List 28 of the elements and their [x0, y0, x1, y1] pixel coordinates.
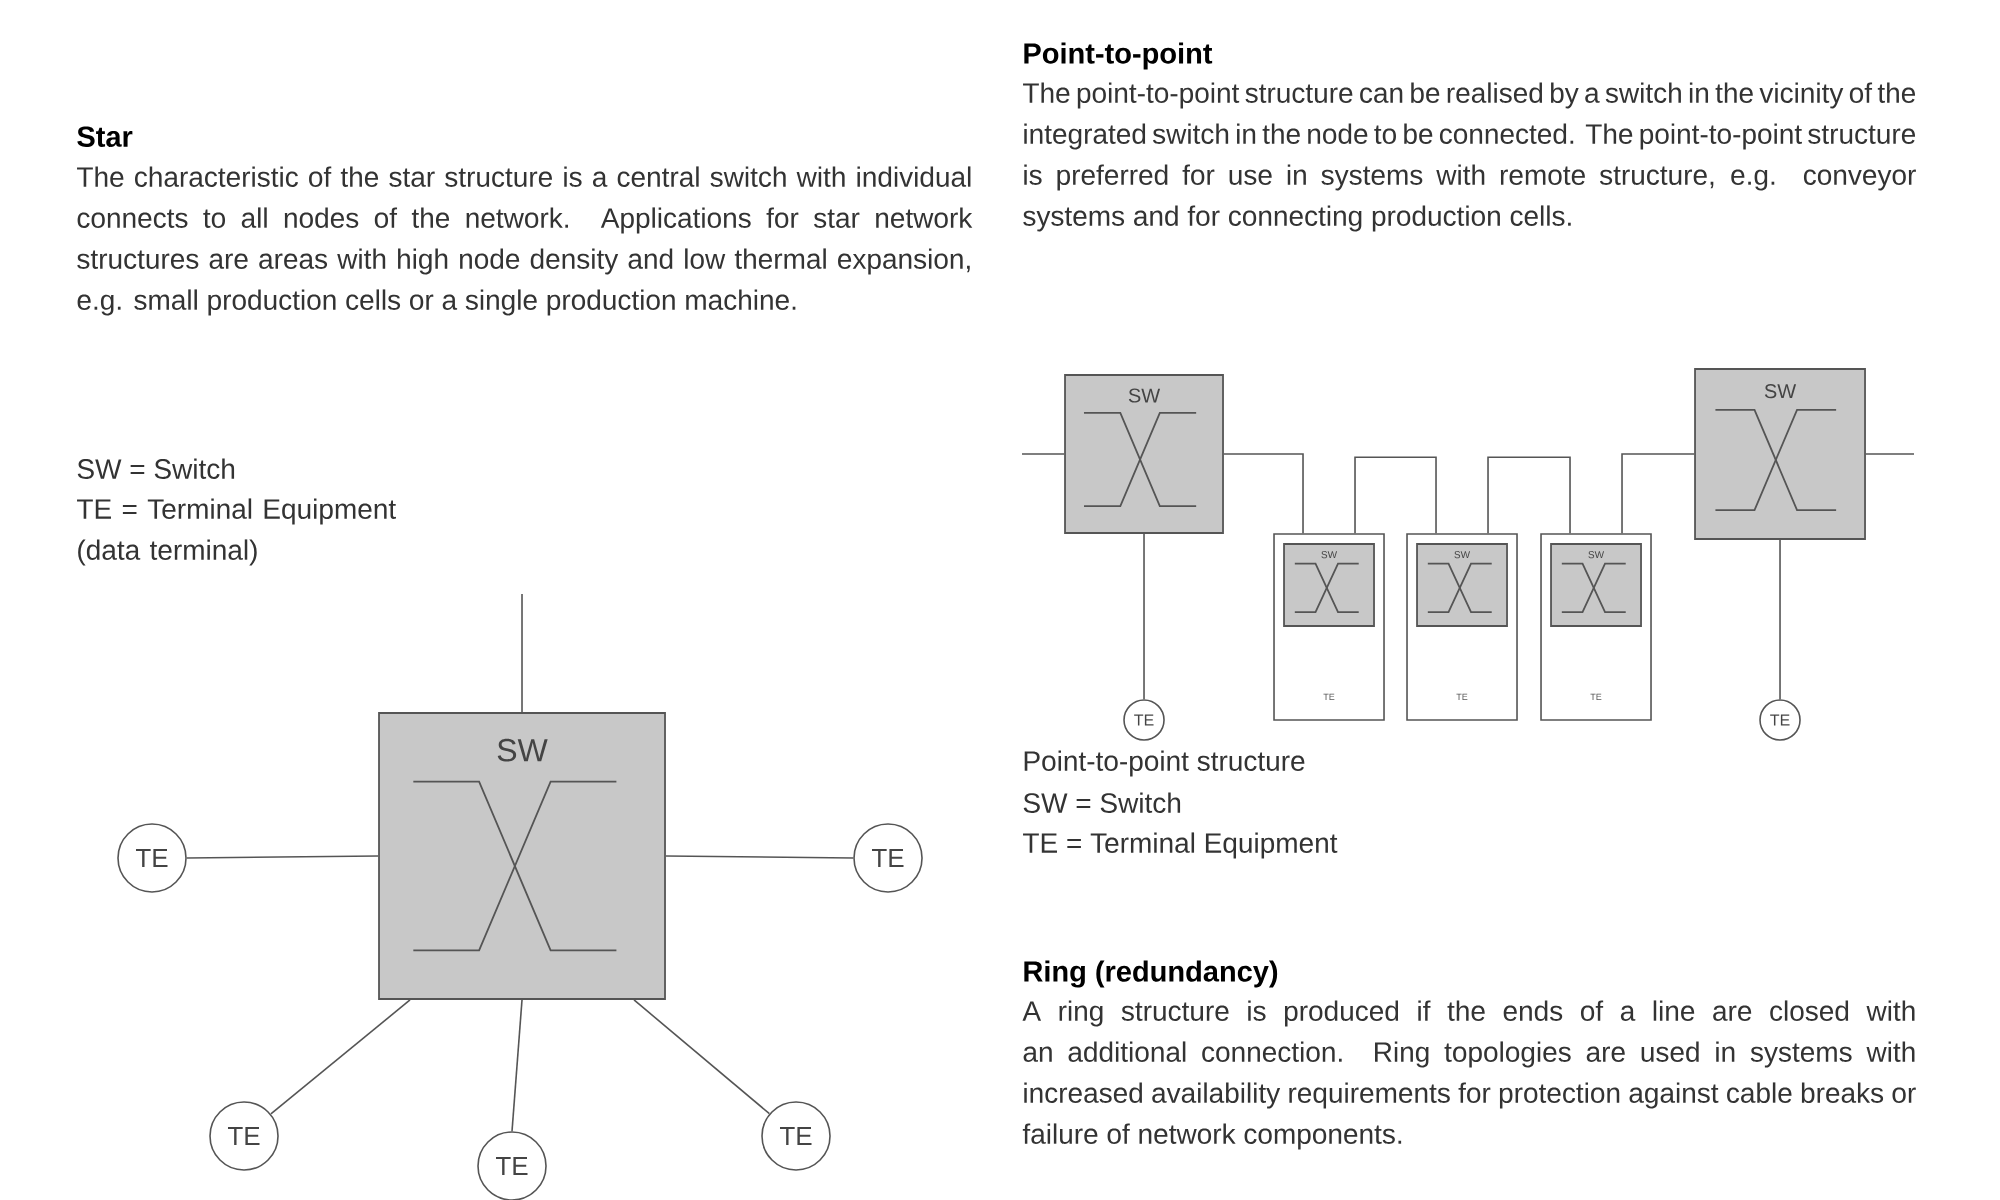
paragraph: The characteristic of the star structure is a central switch with individual connects to all nodes of the network. Applications for star network structures are areas with high node density and low thermal expansion, e.g. small production cells or a single production machine.: [77, 166, 973, 316]
connector-line: [1021, 453, 1065, 455]
connector-line: [186, 855, 379, 859]
legend-text: TE = Terminal Equipment: [1023, 832, 1338, 859]
connector-line: [665, 855, 854, 859]
legend-text: SW = Switch: [1023, 792, 1181, 813]
switch-box: SW: [1064, 374, 1224, 534]
connector-line: [521, 593, 523, 713]
legend-text: SW = Switch: [77, 458, 235, 479]
connector-line: [270, 999, 411, 1115]
paragraph: The point-to-point structure can be realised by a switch in the vicinity of the integrated switch in the node to be connected. The point-to-point structure is preferred for use in systems with remote structure, e.g. conveyor systems and for connecting production cells.: [1023, 82, 1916, 232]
caption: Point-to-point structure: [1024, 750, 1305, 777]
connector-line: [1621, 453, 1695, 534]
switch-box: SW: [1694, 368, 1866, 540]
connector-line: [1865, 453, 1915, 455]
connector-line: [1223, 453, 1304, 534]
connector-line: [511, 999, 523, 1132]
heading: Star: [77, 126, 133, 147]
connector-line: [1779, 539, 1781, 700]
switch-box: SW: [378, 712, 666, 1000]
paragraph: A ring structure is produced if the ends of a line are closed with an additional connection. Ring topologies are used in systems with increased availability requirements for protection against cable breaks or failure of network components.: [1022, 1000, 1916, 1150]
heading: Ring (redundancy): [1024, 960, 1278, 988]
connector-line: [1143, 533, 1145, 700]
legend-text: TE = Terminal Equipment (data terminal): [77, 498, 396, 566]
connector-line: [1354, 456, 1437, 534]
heading: Point-to-point: [1024, 42, 1213, 70]
connector-line: [1487, 456, 1571, 534]
connector-line: [633, 999, 771, 1115]
